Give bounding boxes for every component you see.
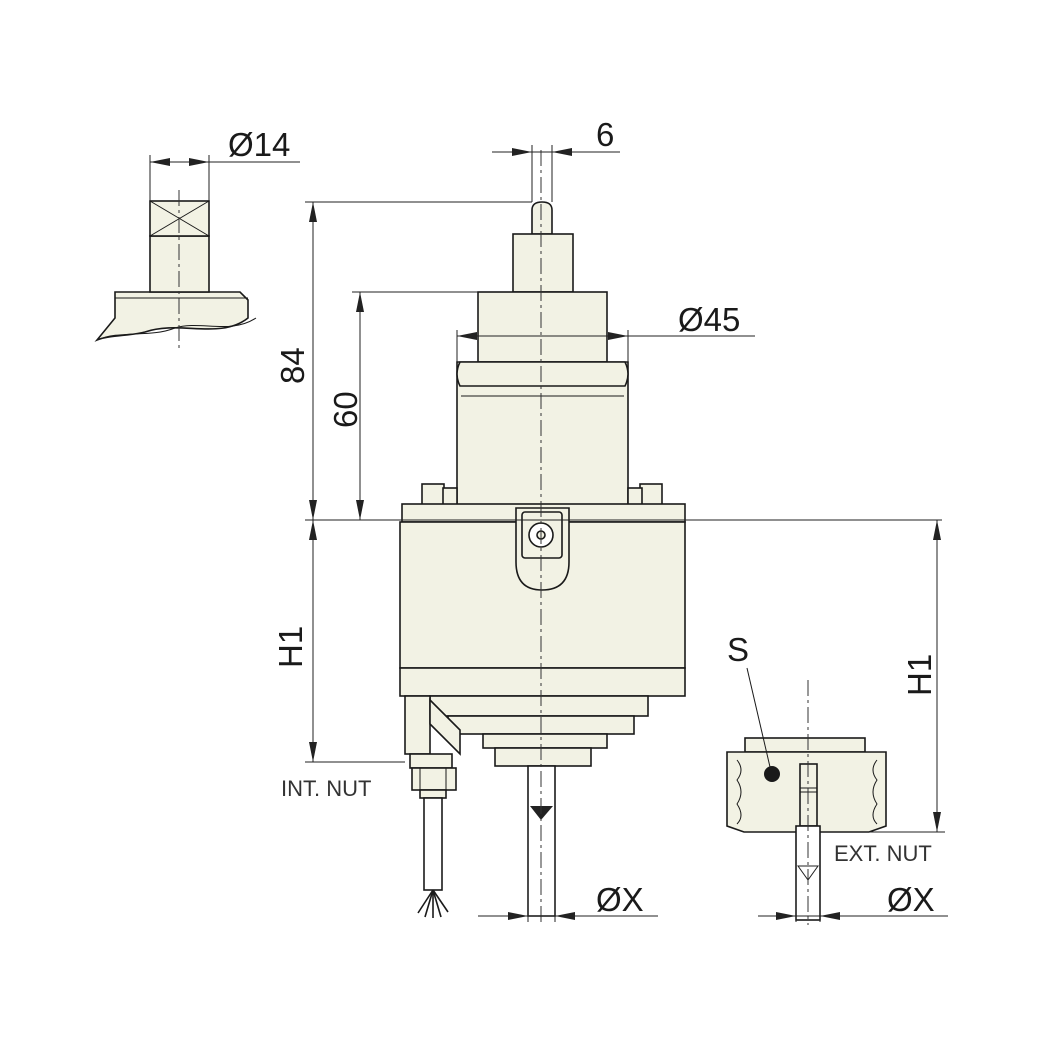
- dimension-dia-x-right: ØX: [887, 881, 935, 918]
- label-int-nut: INT. NUT: [281, 776, 371, 801]
- dimension-dia-45: Ø45: [678, 301, 740, 338]
- label-s: S: [727, 631, 749, 668]
- spindle-square-detail: Ø14: [94, 126, 300, 352]
- dimension-dia-14: Ø14: [228, 126, 290, 163]
- dimension-h1-left: H1: [272, 626, 309, 668]
- dimension-6: 6: [596, 116, 614, 153]
- main-unit: [399, 150, 686, 925]
- main-dimensions: 6 Ø45 84 60 H1 ØX INT. N: [272, 116, 942, 922]
- s-mark-dot: [764, 766, 780, 782]
- dimension-84: 84: [274, 347, 311, 384]
- dimension-h1-right: H1: [901, 654, 938, 696]
- cable-strands: [417, 889, 449, 918]
- label-ext-nut: EXT. NUT: [834, 841, 932, 866]
- ext-nut-detail: S H1 EXT. NUT ØX: [726, 520, 948, 925]
- dimension-60: 60: [327, 391, 364, 428]
- dimension-dia-x-left: ØX: [596, 881, 644, 918]
